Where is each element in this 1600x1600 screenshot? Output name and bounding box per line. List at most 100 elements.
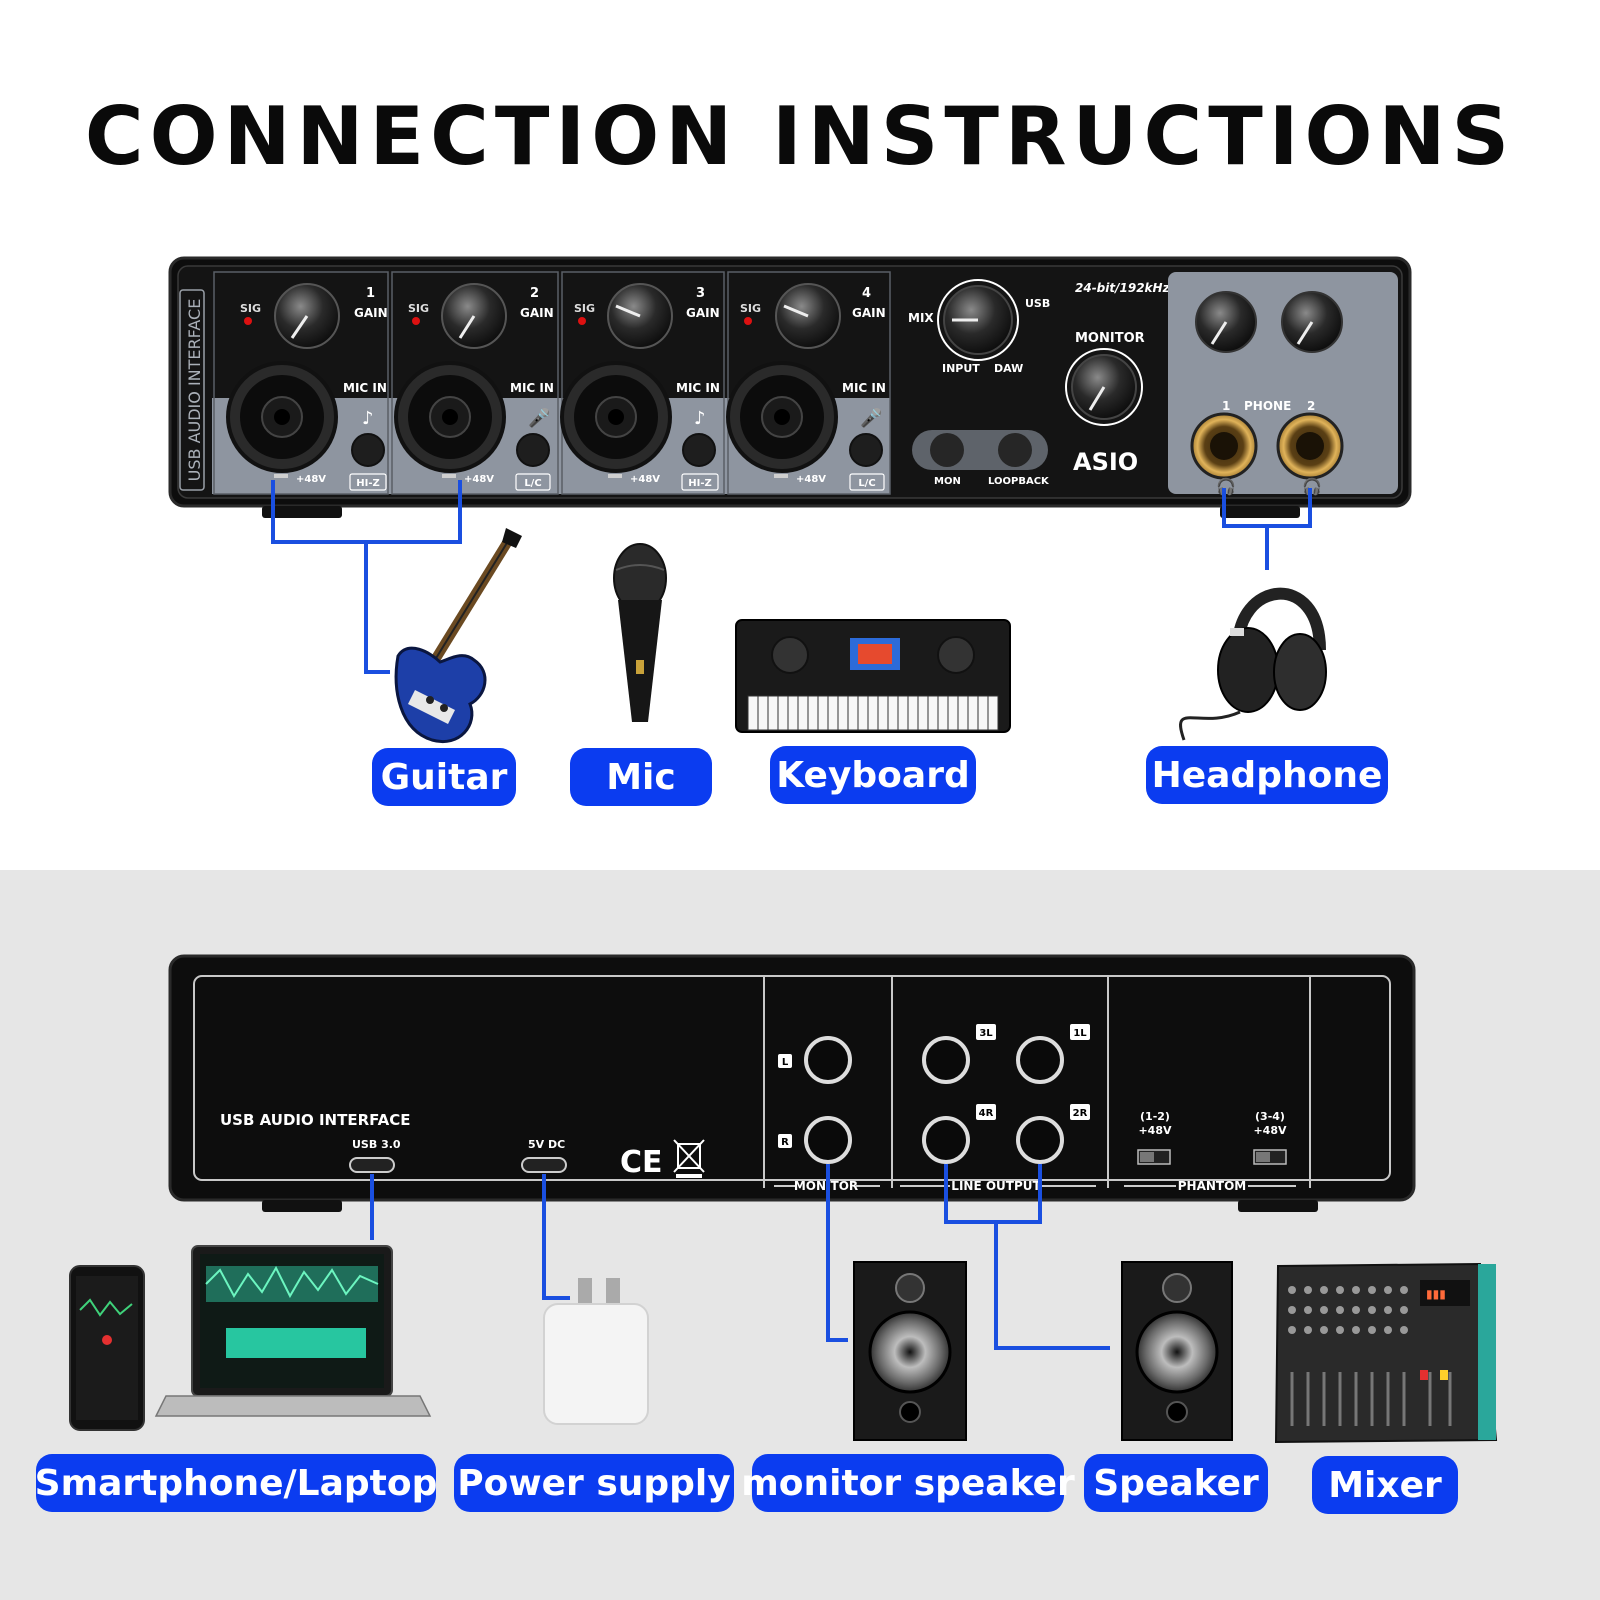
phantom-label: +48V [796,474,826,485]
line-jack-label: 4R [979,1108,994,1119]
mic-in-label: MIC IN [510,381,554,395]
guitar-icon: ♪ [694,408,706,429]
gain-label: GAIN [852,306,886,320]
loopback-label: LOOPBACK [988,476,1050,487]
page-title: CONNECTION INSTRUCTIONS [84,90,1516,183]
usb-label: USB [1025,297,1050,310]
mon-button[interactable] [930,433,964,467]
phone-label: PHONE [1244,399,1291,413]
line-out-4r-jack[interactable] [922,1116,970,1164]
front-panel: USB AUDIO INTERFACE SIG 1 GAIN MIC IN ♪ … [168,256,1412,518]
dc-port[interactable] [521,1157,567,1173]
spec-label: 24-bit/192kHz [1075,281,1171,295]
phone-1-label: 1 [1222,399,1230,413]
headphone-icon: 🎧 [1302,477,1322,496]
monitor-label: MONITOR [1075,331,1145,346]
label-mixer: Mixer [1312,1456,1458,1514]
rear-connector-lines [370,1164,1110,1350]
line-output-label: LINE OUTPUT [951,1179,1041,1193]
side-label: USB AUDIO INTERFACE [185,299,204,482]
gain-label: GAIN [354,306,388,320]
channel-number: 4 [862,286,871,301]
mode-label: HI-Z [356,478,380,489]
phantom-label: +48V [630,474,660,485]
channel-1: SIG 1 GAIN MIC IN ♪ +48V HI-Z [226,283,388,491]
usb-c-port[interactable] [349,1157,395,1173]
label-monitor-speaker: monitor speaker [741,1454,1075,1512]
monitor-r-label: R [781,1137,789,1148]
dc-label: 5V DC [528,1138,565,1151]
mix-label: MIX [908,311,934,325]
guitar-icon: ♪ [362,408,374,429]
label-power-supply: Power supply [454,1454,734,1512]
label-mic: Mic [570,748,712,806]
monitor-speaker-illustration [853,1261,967,1441]
phantom-section-label: PHANTOM [1178,1179,1247,1193]
label-guitar: Guitar [372,748,516,806]
label-keyboard: Keyboard [770,746,976,804]
rear-interface-label: USB AUDIO INTERFACE [220,1111,411,1129]
headphone-icon: 🎧 [1216,477,1236,496]
mic-in-label: MIC IN [842,381,886,395]
phantom-label: +48V [296,474,326,485]
guitar-illustration [394,528,522,744]
mon-label: MON [934,476,961,487]
monitor-l-jack[interactable] [804,1036,852,1084]
channel-number: 2 [530,286,539,301]
channel-4: SIG 4 GAIN MIC IN 🎤 +48V L/C [726,283,886,491]
lc-button-2[interactable] [516,433,550,467]
mic-icon: 🎤 [528,407,550,429]
label-smartphone-laptop: Smartphone/Laptop [35,1454,437,1512]
hi-z-button-1[interactable] [351,433,385,467]
channel-number: 1 [366,286,375,301]
line-jack-label: 3L [979,1028,993,1039]
line-out-1l-jack[interactable] [1016,1036,1064,1084]
front-connector-lines [271,480,1312,674]
sig-label: SIG [240,302,261,315]
input-label: INPUT [942,362,980,375]
line-jack-label: 2R [1073,1108,1088,1119]
mode-label: HI-Z [688,478,712,489]
line-out-3l-jack[interactable] [922,1036,970,1084]
keyboard-illustration [735,619,1011,733]
monitor-r-jack[interactable] [804,1116,852,1164]
monitor-l-label: L [782,1057,789,1068]
mixer-illustration: ▮▮▮ [1274,1262,1498,1444]
hi-z-button-3[interactable] [682,433,716,467]
phantom-label: +48V [464,474,494,485]
sig-label: SIG [408,302,429,315]
lc-button-4[interactable] [849,433,883,467]
channel-number: 3 [696,286,705,301]
mode-label: L/C [858,478,875,489]
phantom-34-label: (3-4) [1255,1110,1285,1123]
phantom-12-label: (1-2) [1140,1110,1170,1123]
headphone-illustration [1179,587,1327,741]
gain-label: GAIN [520,306,554,320]
sig-label: SIG [740,302,761,315]
usb30-label: USB 3.0 [352,1138,401,1151]
headphone-section: 1 PHONE 2 🎧 🎧 [1168,272,1398,496]
smartphone-illustration [69,1265,145,1431]
ce-mark: CE [620,1145,663,1180]
mic-illustration [613,543,667,722]
mixer-display-icon: ▮▮▮ [1426,1287,1446,1301]
gain-label: GAIN [686,306,720,320]
power-adapter-illustration [543,1278,649,1425]
mode-label: L/C [524,478,541,489]
line-out-2r-jack[interactable] [1016,1116,1064,1164]
label-speaker: Speaker [1084,1454,1268,1512]
channel-2: SIG 2 GAIN MIC IN 🎤 +48V L/C [394,283,554,491]
weee-icon [673,1139,705,1178]
channel-3: SIG 3 GAIN MIC IN ♪ +48V HI-Z [560,283,720,491]
rear-panel: USB AUDIO INTERFACE USB 3.0 5V DC CE L R… [168,954,1416,1212]
brand-label: ASIO [1073,448,1138,476]
mic-in-label: MIC IN [676,381,720,395]
loopback-button[interactable] [998,433,1032,467]
line-jack-label: 1L [1073,1028,1087,1039]
sig-label: SIG [574,302,595,315]
daw-label: DAW [994,362,1023,375]
speaker-illustration [1121,1261,1233,1441]
label-headphone: Headphone [1146,746,1388,804]
mix-section: 24-bit/192kHz MIX USB INPUT DAW MONITOR … [908,279,1171,487]
